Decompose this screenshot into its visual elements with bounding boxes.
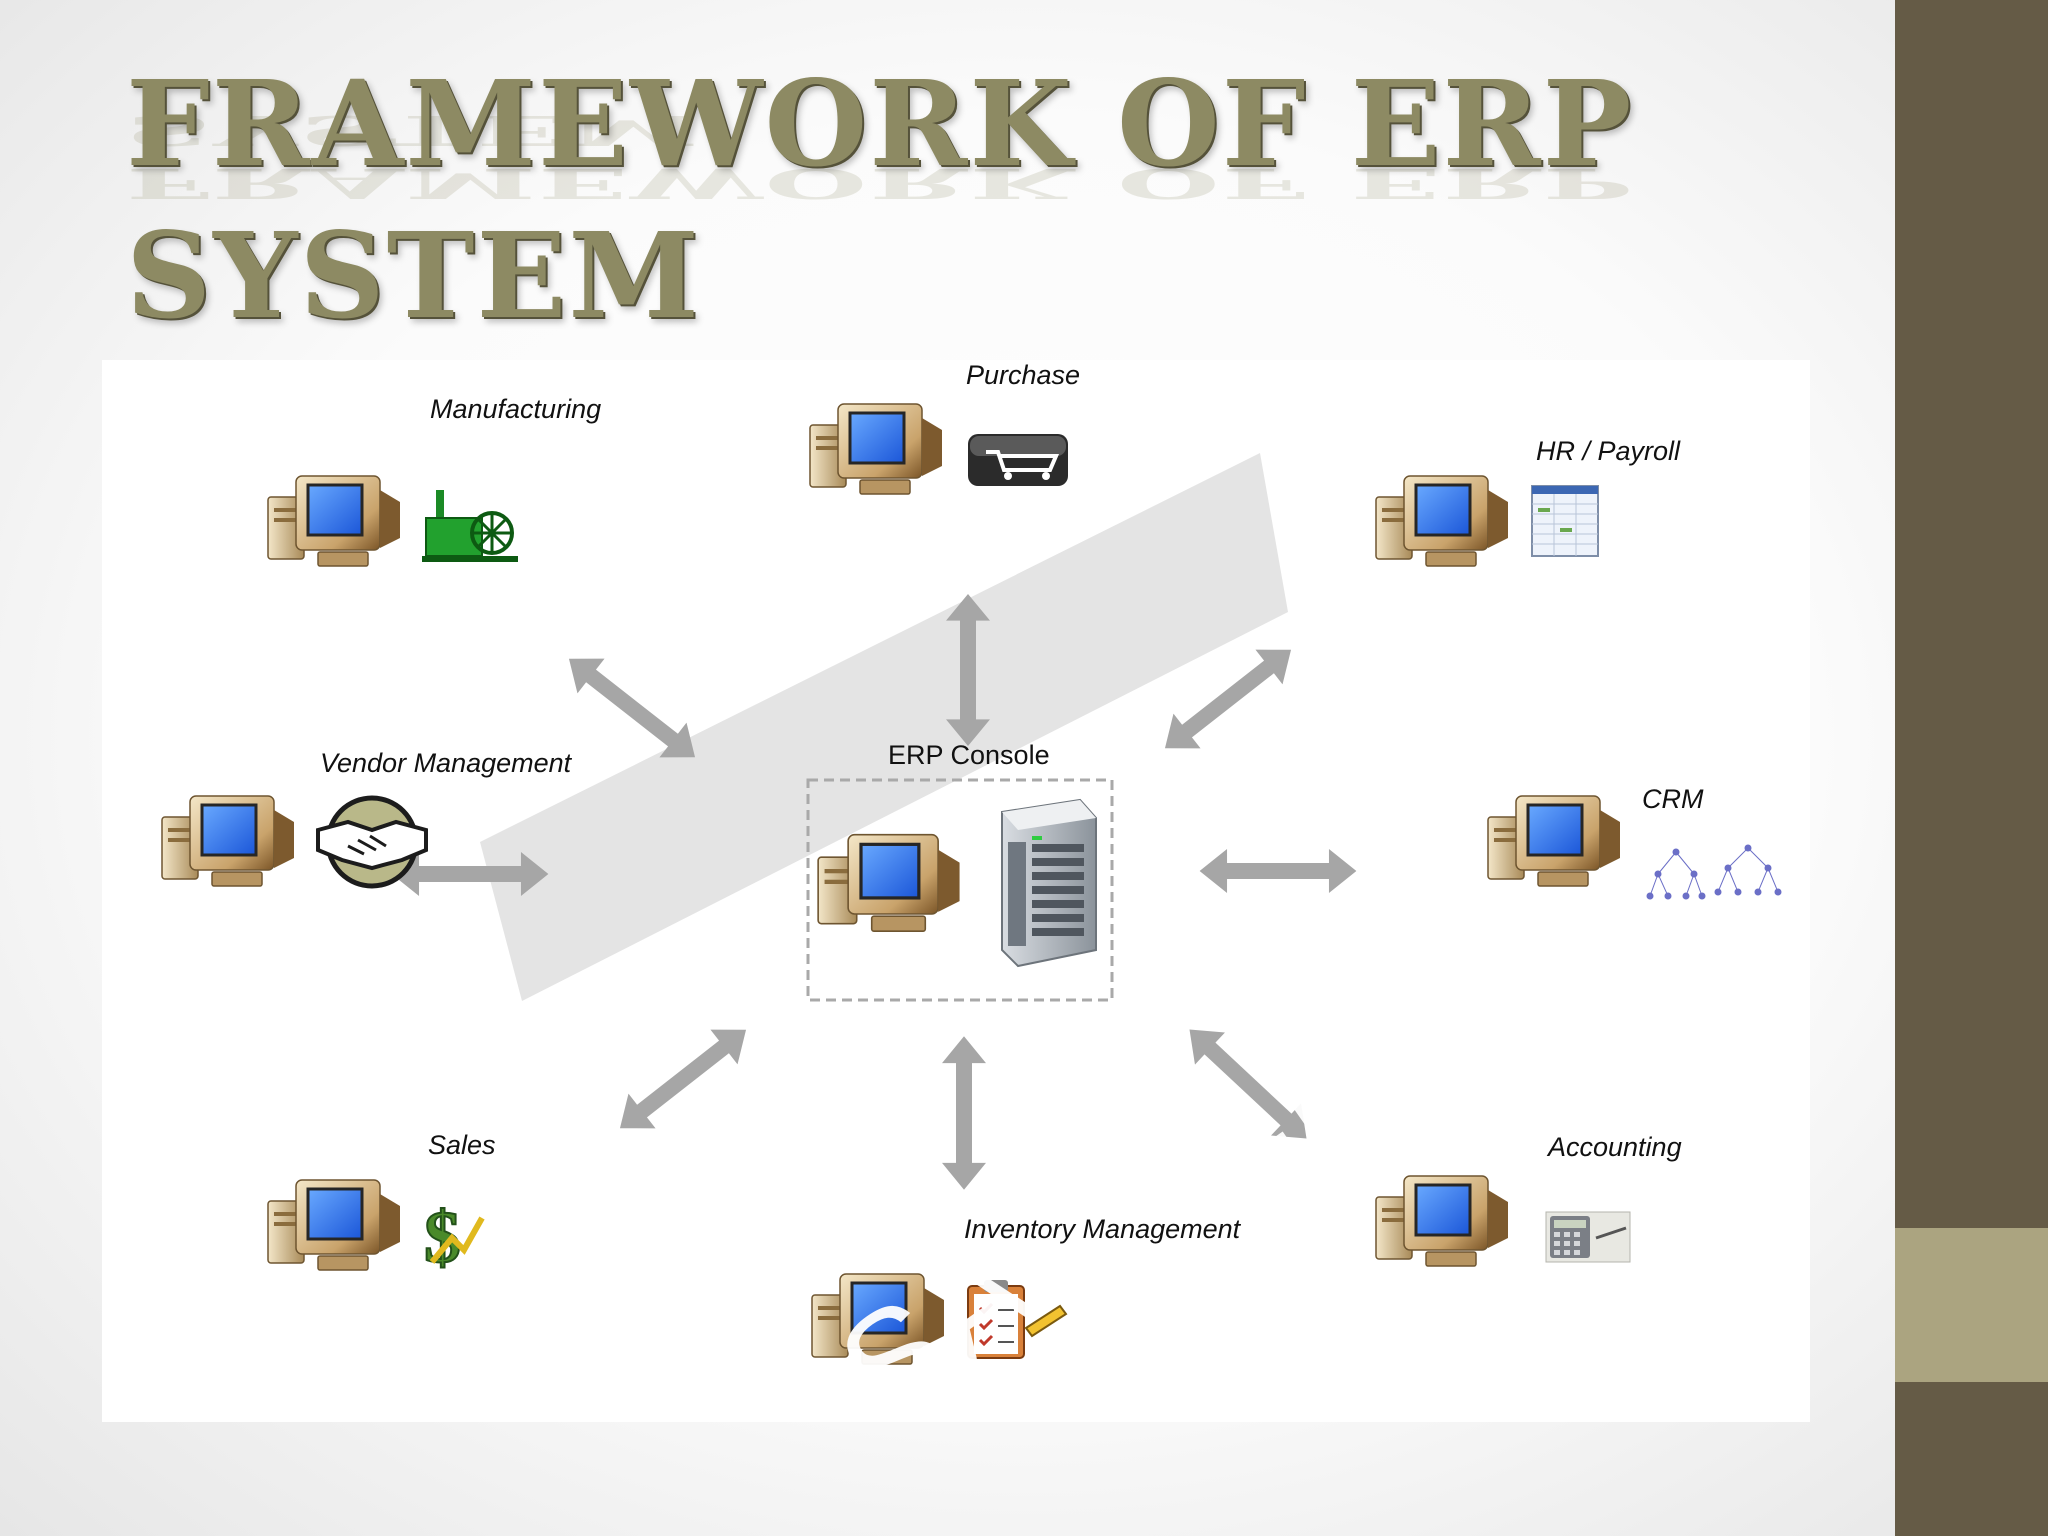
- crm-label: CRM: [1642, 784, 1704, 814]
- title-line-1: FRAMEWORK OF ERP: [126, 54, 1634, 193]
- erp-diagram: $ SAMPLE Manufacturing Purchase: [102, 360, 1810, 1448]
- org-chart-icon: [1646, 844, 1782, 900]
- handshake-icon: [316, 795, 428, 889]
- purchase-computer-icon: [808, 402, 944, 496]
- title-line-2: SYSTEM: [126, 206, 702, 345]
- accounting-computer-icon: [1374, 1174, 1510, 1268]
- server-icon: [1001, 798, 1097, 968]
- shopping-cart-icon: [968, 434, 1068, 486]
- hr-payroll-computer-icon: [1374, 474, 1510, 568]
- dollar-sign-icon: $: [423, 1196, 485, 1280]
- arrow-inventory-management: [942, 1036, 986, 1190]
- erp-console-label: ERP Console: [888, 740, 1050, 770]
- factory-engine-icon: [422, 490, 518, 562]
- slide-sidebar-accent: [1895, 1228, 2048, 1382]
- calculator-icon: [1545, 1211, 1631, 1263]
- sales-label: Sales: [428, 1130, 496, 1160]
- diagram-graphics: $: [160, 402, 1782, 1366]
- erp-console-computer-icon: [816, 833, 962, 933]
- arrow-manufacturing: [555, 641, 709, 775]
- manufacturing-computer-icon: [266, 474, 402, 568]
- hr-payroll-label: HR / Payroll: [1536, 436, 1681, 466]
- accounting-label: Accounting: [1548, 1132, 1682, 1162]
- watermark-band: [480, 453, 1288, 1001]
- vendor-management-computer-icon: [160, 794, 296, 888]
- arrow-crm: [1199, 849, 1357, 893]
- vendor-management-label: Vendor Management: [320, 748, 572, 778]
- purchase-label: Purchase: [966, 360, 1081, 390]
- manufacturing-label: Manufacturing: [430, 394, 602, 424]
- clipboard-checklist-icon: [967, 1280, 1068, 1359]
- arrow-sales: [606, 1012, 760, 1146]
- spreadsheet-icon: [1531, 485, 1599, 557]
- sales-computer-icon: [266, 1178, 402, 1272]
- inventory-management-label: Inventory Management: [964, 1214, 1241, 1244]
- crm-computer-icon: [1486, 794, 1622, 888]
- erp-console-box: [806, 778, 1114, 1002]
